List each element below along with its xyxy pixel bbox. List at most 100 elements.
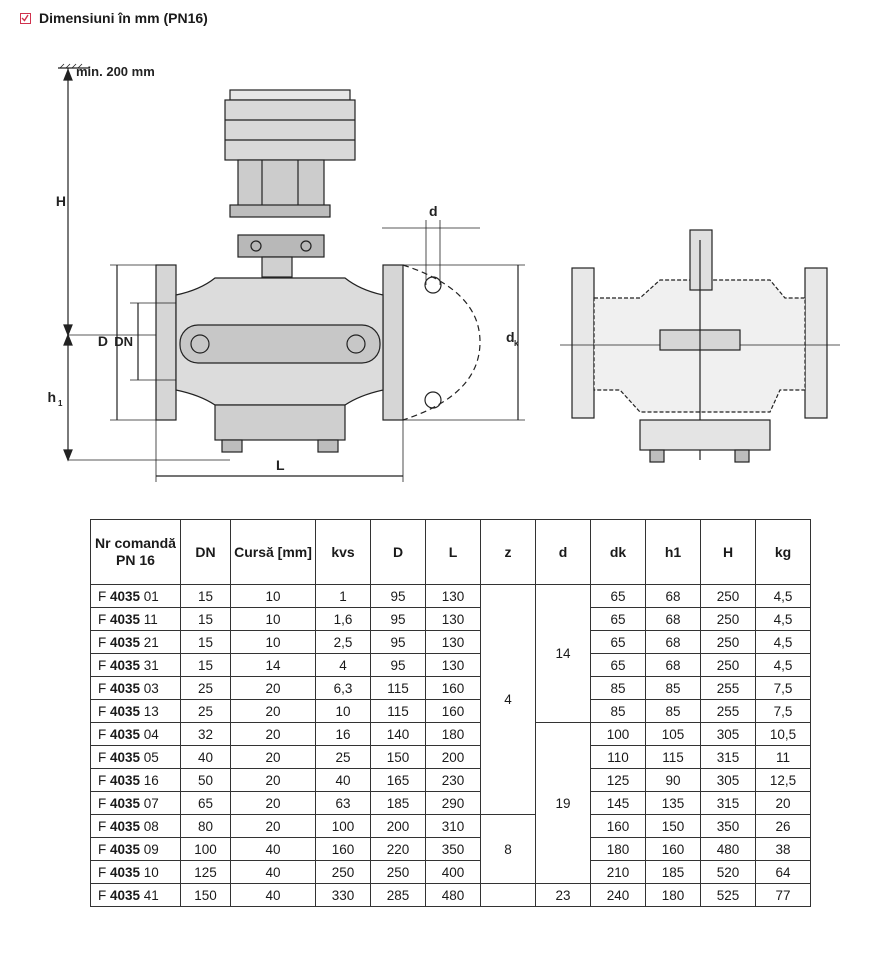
cell-h1: 150 [645,814,701,838]
col-header: DN [180,519,231,585]
cell-dn: 80 [180,814,231,838]
dim-label-H: H [56,193,66,209]
col-header: D [370,519,426,585]
cell-l: 180 [425,722,481,746]
order-code-prefix: F [98,772,110,788]
order-code-prefix: F [98,634,110,650]
cell-kvs: 4 [315,653,371,677]
cell-l: 130 [425,653,481,677]
cell-kg: 11 [755,745,811,769]
cell-dk: 85 [590,676,646,700]
cell-dn: 65 [180,791,231,815]
dim-label-dk: d [506,329,515,345]
order-code-main: 4035 [110,772,141,788]
cell-dk: 210 [590,860,646,884]
order-code-main: 4035 [110,611,141,627]
cell-d-merged: 19 [535,722,591,884]
cell-d: 23 [535,883,591,907]
order-code-prefix: F [98,864,110,880]
order-code-suffix: 05 [140,749,159,765]
order-code-suffix: 21 [140,634,159,650]
cell-cursa: 20 [230,768,316,792]
cell-kg: 7,5 [755,699,811,723]
cell-l: 230 [425,768,481,792]
cell-h: 525 [700,883,756,907]
cell-kvs: 10 [315,699,371,723]
order-code-cell: F 4035 01 [90,584,181,608]
cell-dk: 65 [590,653,646,677]
cell-cursa: 20 [230,814,316,838]
cell-h1: 68 [645,584,701,608]
cell-d: 185 [370,791,426,815]
cell-kvs: 40 [315,768,371,792]
cell-d: 95 [370,584,426,608]
cell-kg: 64 [755,860,811,884]
order-code-cell: F 4035 13 [90,699,181,723]
cell-d: 115 [370,699,426,723]
cell-dn: 15 [180,584,231,608]
cell-cursa: 40 [230,860,316,884]
cell-h1: 85 [645,676,701,700]
cell-h1: 180 [645,883,701,907]
section-title: Dimensiuni în mm (PN16) [39,10,208,26]
cell-dk: 180 [590,837,646,861]
cell-h: 315 [700,745,756,769]
cell-l: 480 [425,883,481,907]
cell-dk: 160 [590,814,646,838]
order-code-cell: F 4035 21 [90,630,181,654]
order-code-cell: F 4035 07 [90,791,181,815]
cell-h1: 68 [645,630,701,654]
col-header: kvs [315,519,371,585]
order-code-cell: F 4035 31 [90,653,181,677]
order-code-cell: F 4035 11 [90,607,181,631]
cell-h1: 68 [645,653,701,677]
order-code-main: 4035 [110,795,141,811]
col-header: z [480,519,536,585]
cell-kg: 7,5 [755,676,811,700]
order-code-cell: F 4035 03 [90,676,181,700]
cell-cursa: 10 [230,607,316,631]
cell-l: 130 [425,584,481,608]
order-code-suffix: 16 [140,772,159,788]
cell-h1: 135 [645,791,701,815]
cell-dk: 110 [590,745,646,769]
order-code-main: 4035 [110,887,141,903]
cell-cursa: 10 [230,584,316,608]
cell-kvs: 63 [315,791,371,815]
order-code-suffix: 41 [140,887,159,903]
cell-h: 315 [700,791,756,815]
cell-kvs: 160 [315,837,371,861]
cell-cursa: 20 [230,791,316,815]
cell-kg: 4,5 [755,607,811,631]
cell-h: 305 [700,768,756,792]
cell-l: 290 [425,791,481,815]
min-clearance-label: min. 200 mm [76,64,155,79]
order-code-main: 4035 [110,634,141,650]
cell-h: 520 [700,860,756,884]
cell-dn: 15 [180,630,231,654]
cell-dk: 145 [590,791,646,815]
cell-h1: 85 [645,699,701,723]
dim-label-D: D [98,333,108,349]
col-header: h1 [645,519,701,585]
order-code-prefix: F [98,795,110,811]
order-code-cell: F 4035 10 [90,860,181,884]
cell-kg: 4,5 [755,653,811,677]
col-header: Cursă [mm] [230,519,316,585]
col-header: d [535,519,591,585]
col-header: Nr comandă PN 16 [90,519,181,585]
cell-dn: 100 [180,837,231,861]
order-code-main: 4035 [110,749,141,765]
cell-dn: 15 [180,607,231,631]
dim-label-dk-sub: k [514,339,519,348]
cell-kvs: 16 [315,722,371,746]
cell-h1: 68 [645,607,701,631]
order-code-suffix: 31 [140,657,159,673]
cell-cursa: 20 [230,722,316,746]
